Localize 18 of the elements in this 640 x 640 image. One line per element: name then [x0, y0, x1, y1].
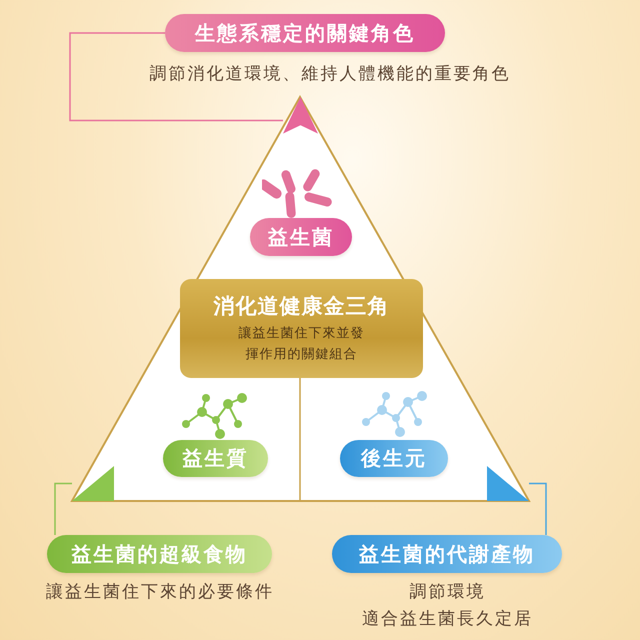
- leader-line: [54, 482, 72, 535]
- label-pill: 後生元: [340, 440, 448, 477]
- label-pill: 益生菌的超級食物: [47, 535, 272, 573]
- description-text: 調節環境: [410, 581, 486, 603]
- corner-marker: [72, 466, 114, 501]
- description-text: 讓益生菌住下來的必要條件: [46, 581, 274, 603]
- description-text: 適合益生菌長久定居: [362, 608, 533, 630]
- description-text: 調節消化道環境、維持人體機能的重要角色: [150, 63, 510, 85]
- title-panel: [180, 279, 423, 378]
- leader-line: [69, 32, 283, 122]
- leader-line: [529, 482, 547, 535]
- panel-subtitle: 讓益生菌住下來並發揮作用的關鍵組合: [238, 325, 366, 364]
- label-pill: 生態系穩定的關鍵角色: [165, 14, 445, 52]
- label-pill: 益生質: [163, 440, 268, 477]
- label-pill: 益生菌: [250, 218, 352, 256]
- panel-title: 消化道健康金三角: [214, 293, 390, 320]
- corner-marker: [487, 466, 529, 501]
- label-pill: 益生菌的代謝產物: [332, 535, 562, 573]
